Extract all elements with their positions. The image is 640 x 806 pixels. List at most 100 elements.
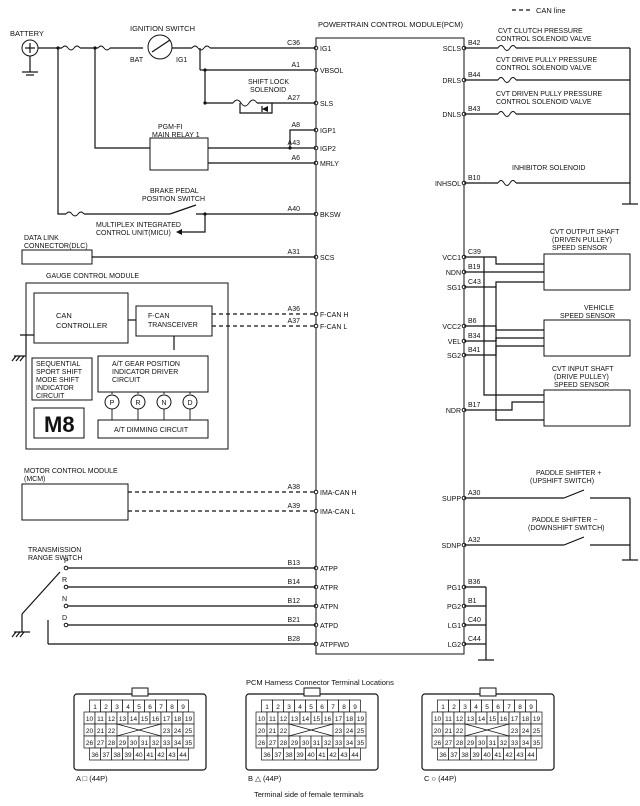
pcm-right-pin-name: PG2 — [447, 604, 461, 611]
vss-label-1: VEHICLE — [584, 305, 614, 312]
pcm-right-pin-number: B19 — [468, 264, 481, 271]
pcm-right-pin-name: NDR — [446, 408, 461, 415]
pcm-left-pin-name: VBSOL — [320, 68, 343, 75]
pcm-left-pin-number: B12 — [288, 598, 301, 605]
pcm-left-pin-number: A6 — [291, 155, 300, 162]
input-shaft-sensor-box — [543, 389, 631, 427]
terminal-number: 30 — [302, 740, 310, 747]
downshift-switch-symbol — [563, 536, 585, 546]
terminal-number: 12 — [108, 716, 116, 723]
terminal-number: 13 — [291, 716, 299, 723]
can-legend-label: CAN line — [536, 6, 566, 15]
terminal-number: 37 — [102, 752, 110, 759]
terminal-number: 36 — [91, 752, 99, 759]
seq-label-2: SPORT SHIFT — [36, 369, 83, 376]
pcm-right-pin-name: SCLS — [443, 46, 462, 53]
pcm-left-pin-number: C36 — [287, 40, 300, 47]
vehicle-speed-sensor-box — [543, 319, 631, 357]
terminal-number: 38 — [285, 752, 293, 759]
drlsv-label-1: CVT DRIVE PULLY PRESSURE — [496, 57, 597, 64]
terminal-number: 36 — [439, 752, 447, 759]
terminal-number: 39 — [124, 752, 132, 759]
terminal-number: 38 — [113, 752, 121, 759]
terminal-number: 7 — [159, 704, 163, 711]
terminal-number: 23 — [163, 728, 171, 735]
fcan-label-1: F-CAN — [148, 313, 169, 320]
shift-lock-label-2: SOLENOID — [250, 87, 286, 94]
fcan-transceiver-box — [135, 305, 213, 337]
pcm-right-pin-number: B10 — [468, 175, 481, 182]
pcm-right-pin-number: A30 — [468, 490, 481, 497]
terminal-number: 32 — [324, 740, 332, 747]
terminal-number: 11 — [97, 716, 104, 723]
terminal-number: 24 — [522, 728, 530, 735]
pcm-left-pin-number: A40 — [288, 206, 301, 213]
pcm-left-pin-name: IMA-CAN H — [320, 490, 357, 497]
dimming-label: A/T DIMMING CIRCUIT — [114, 427, 189, 434]
sclsv-label-2: CONTROL SOLENOID VALVE — [496, 36, 592, 43]
terminal-number: 33 — [511, 740, 519, 747]
terminal-number: 20 — [86, 728, 94, 735]
pcm-right-pin-number: C40 — [468, 617, 481, 624]
pcm-left-pin-number: A8 — [291, 122, 300, 129]
terminal-number: 42 — [157, 752, 165, 759]
dlc-box — [21, 249, 93, 265]
terminal-number: 14 — [302, 716, 310, 723]
gear-lamp-label: D — [187, 400, 192, 407]
terminal-number: 24 — [346, 728, 354, 735]
terminal-number: 23 — [511, 728, 519, 735]
terminal-number: 42 — [505, 752, 513, 759]
pcm-left-pin-name: MRLY — [320, 161, 339, 168]
terminal-number: 14 — [478, 716, 486, 723]
micu-label-2: CONTROL UNIT(MICU) — [96, 230, 171, 237]
terminal-number: 41 — [494, 752, 502, 759]
terminal-number: 3 — [463, 704, 467, 711]
pcm-left-pin-number: B13 — [288, 560, 301, 567]
ignition-bat-label: BAT — [130, 57, 144, 64]
pcm-left-pin-number: A27 — [288, 95, 301, 102]
solenoid-valves — [464, 45, 638, 205]
in-shaft-label-1: CVT INPUT SHAFT — [552, 366, 614, 373]
trs-position-label: R — [62, 577, 67, 584]
pcm-right-pin-number: B44 — [468, 72, 481, 79]
mcm-box — [21, 483, 129, 521]
pcm-left-pin-name: SLS — [320, 101, 334, 108]
pcm-left-pin-number: A43 — [288, 140, 301, 147]
connector-label: C ○ (44P) — [424, 774, 457, 783]
terminal-number: 31 — [489, 740, 497, 747]
terminal-number: 20 — [434, 728, 442, 735]
terminal-number: 16 — [500, 716, 508, 723]
dnlsv-label-2: CONTROL SOLENOID VALVE — [496, 99, 592, 106]
connector-footer: Terminal side of female terminals — [254, 790, 364, 799]
terminal-number: 37 — [450, 752, 458, 759]
terminal-number: 19 — [185, 716, 193, 723]
terminal-number: 21 — [269, 728, 277, 735]
terminal-number: 1 — [441, 704, 445, 711]
pcm-left-pin-number: A37 — [288, 318, 301, 325]
pcm-right-pin-name: LG1 — [448, 623, 461, 630]
can-controller-box — [33, 292, 129, 344]
terminal-number: 7 — [507, 704, 511, 711]
terminal-number: 35 — [357, 740, 365, 747]
terminal-number: 10 — [258, 716, 266, 723]
pcm-right-pin-name: INHSOL — [435, 181, 461, 188]
terminal-number: 44 — [179, 752, 187, 759]
terminal-number: 33 — [163, 740, 171, 747]
pcm-right-pin-name: VCC1 — [442, 255, 461, 262]
battery-symbol — [21, 39, 39, 57]
pcm-right-pin-name: SG2 — [447, 353, 461, 360]
pcm-right-pin-number: C39 — [468, 249, 481, 256]
terminal-number: 4 — [126, 704, 130, 711]
pcm-right-pin-number: B17 — [468, 402, 481, 409]
pcm-right-pin-name: SUPP — [442, 496, 461, 503]
pcm-right-pin-name: VEL — [448, 339, 461, 346]
pcm-left-pin-number: A36 — [288, 306, 301, 313]
dnlsv-coil-symbol — [497, 111, 517, 117]
terminal-number: 24 — [174, 728, 182, 735]
terminal-number: 20 — [258, 728, 266, 735]
terminal-number: 21 — [445, 728, 453, 735]
atgear-label-2: INDICATOR DRIVER — [112, 369, 178, 376]
seq-label-1: SEQUENTIAL — [36, 361, 80, 368]
pcm-right-pin-name: NDN — [446, 270, 461, 277]
